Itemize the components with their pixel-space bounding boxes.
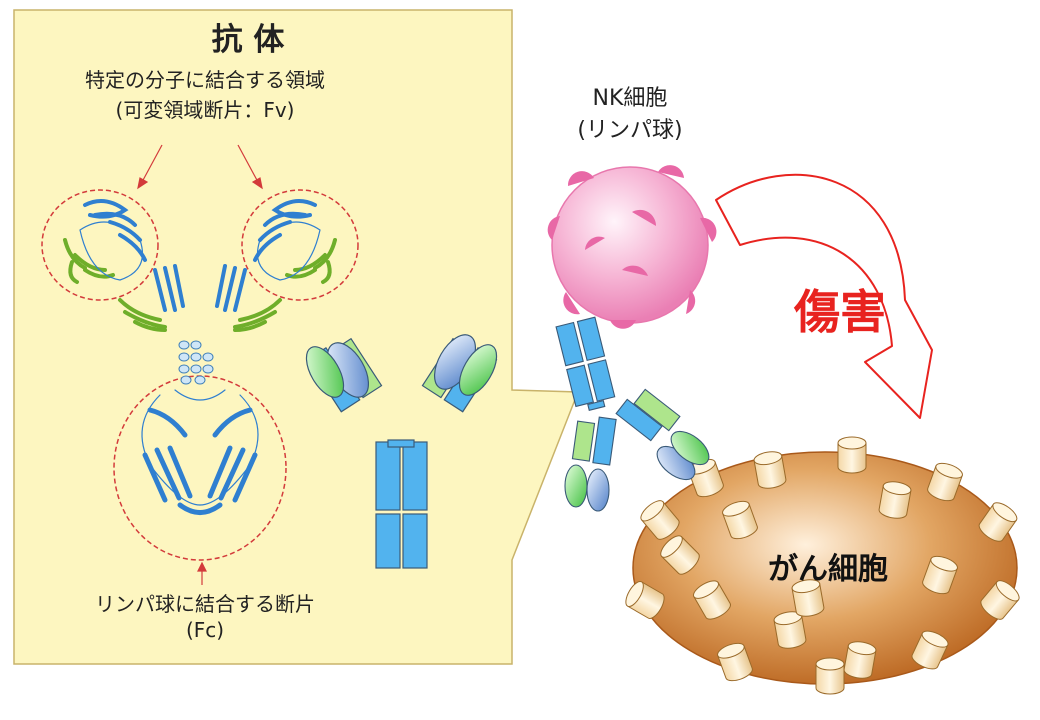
antigen-cylinder [980,580,1020,620]
nk-cell-sublabel: (リンパ球) [577,118,683,143]
antigen-cylinder [660,535,700,575]
cancer-cell-label: がん細胞 [768,552,888,587]
damage-label: 傷害 [794,285,886,339]
nk-cell [547,165,717,329]
antigen-cylinder [693,580,731,620]
antigen-cylinder [640,500,680,540]
antigen-cylinder [791,579,825,617]
antigen-cylinder [837,436,867,474]
antigen-cylinder [625,581,665,619]
damage-arrow [715,173,933,419]
antigen-cylinder [878,481,912,519]
fv-arrows [137,144,263,190]
antigen-cylinder [978,502,1018,542]
nk-cell-label: NK細胞 [592,86,668,111]
fv-left-circle [41,189,159,301]
antigen-cylinder [717,642,753,682]
antibody-protein-structure [63,199,337,515]
fc-arrow [197,561,207,585]
antigen-cylinder [773,611,807,649]
antibody-panel [13,9,580,665]
fv-sublabel: (可変領域断片：Fv) [115,98,295,122]
fc-label: リンパ球に結合する断片 [95,592,315,616]
fv-label: 特定の分子に結合する領域 [85,68,325,92]
antigen-cylinder [922,555,958,595]
antibody-schematic [305,334,498,569]
antigen-cylinder [911,630,949,670]
hinge-beads [178,340,214,385]
fc-sublabel: (Fc) [185,618,225,642]
cancer-cell [625,436,1020,695]
fv-right-circle [241,189,359,301]
antigen-cylinder [753,451,787,489]
cancer-antigens [625,436,1020,695]
bridging-antibody [555,316,710,512]
antigen-cylinder [815,657,845,695]
antigen-cylinder [927,462,963,502]
antigen-cylinder [843,641,877,679]
panel-title: 抗 体 [211,22,285,58]
antigen-cylinder [722,500,758,540]
